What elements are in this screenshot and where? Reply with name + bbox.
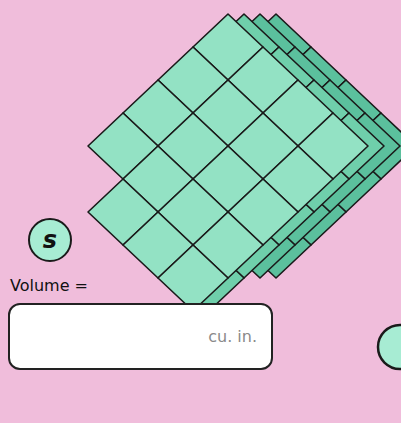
unit-cube bbox=[158, 245, 228, 311]
next-problem-circle bbox=[378, 325, 401, 369]
unit-cube-stack bbox=[88, 14, 401, 311]
answer-box: cu. in. bbox=[8, 303, 273, 370]
problem-letter: s bbox=[43, 226, 57, 254]
volume-label: Volume = bbox=[10, 276, 88, 295]
problem-letter-circle: s bbox=[28, 218, 72, 262]
unit-text: cu. in. bbox=[208, 327, 257, 346]
